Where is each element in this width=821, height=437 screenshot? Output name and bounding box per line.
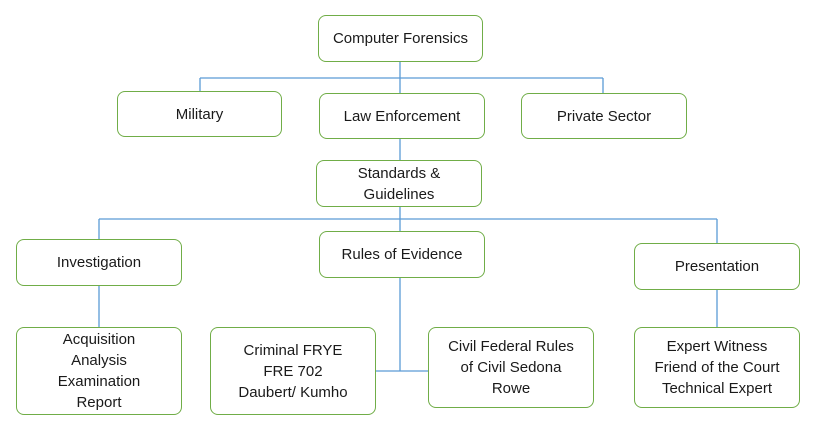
node-criminal: Criminal FRYE FRE 702 Daubert/ Kumho (210, 327, 376, 415)
node-label: Military (175, 105, 224, 123)
node-label: Acquisition Analysis Examination Report (57, 331, 141, 411)
node-presentation: Presentation (634, 243, 800, 290)
node-civil: Civil Federal Rules of Civil Sedona Rowe (428, 327, 594, 408)
node-label: Presentation (674, 258, 760, 275)
node-computer-forensics: Computer Forensics (318, 15, 483, 62)
node-label: Private Sector (556, 107, 652, 125)
node-standards-guidelines: Standards & Guidelines (316, 160, 482, 207)
node-acquisition: Acquisition Analysis Examination Report (16, 327, 182, 415)
node-private-sector: Private Sector (521, 93, 687, 139)
node-investigation: Investigation (16, 239, 182, 286)
node-law-enforcement: Law Enforcement (319, 93, 485, 139)
node-label: Expert Witness Friend of the Court Techn… (654, 338, 780, 397)
node-label: Rules of Evidence (341, 246, 463, 263)
node-label: Criminal FRYE FRE 702 Daubert/ Kumho (238, 341, 348, 401)
node-label: Investigation (56, 254, 142, 271)
node-expert-witness: Expert Witness Friend of the Court Techn… (634, 327, 800, 408)
node-label: Civil Federal Rules of Civil Sedona Rowe (448, 338, 574, 397)
node-rules-of-evidence: Rules of Evidence (319, 231, 485, 278)
node-military: Military (117, 91, 282, 137)
node-label: Law Enforcement (343, 107, 461, 125)
node-label: Standards & Guidelines (357, 164, 441, 203)
node-label: Computer Forensics (332, 30, 469, 47)
